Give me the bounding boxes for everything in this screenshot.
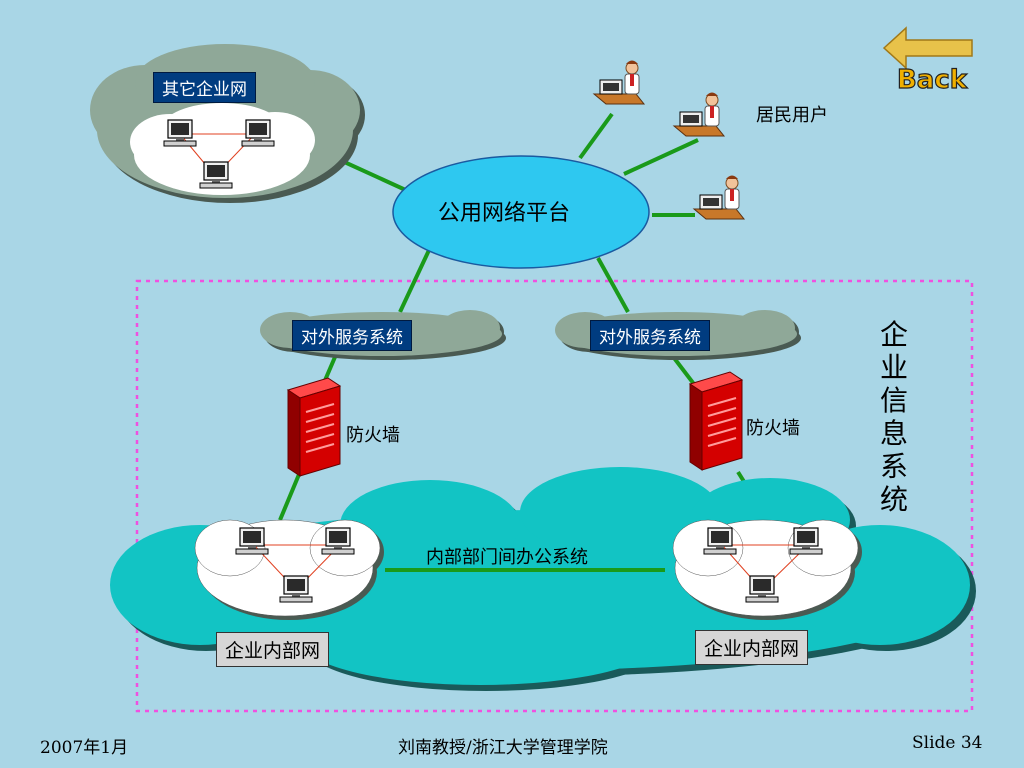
public-network-platform	[392, 155, 650, 269]
link-service-right	[596, 257, 630, 313]
residential-user-icon	[693, 175, 745, 220]
link-user-1	[578, 112, 614, 160]
computer-icon	[241, 119, 275, 147]
computer-icon	[321, 527, 355, 555]
internal-office-system-label: 内部部门间办公系统	[426, 547, 588, 568]
computer-icon	[235, 527, 269, 555]
external-service-system-left-label: 对外服务系统	[292, 320, 412, 351]
computer-icon	[163, 119, 197, 147]
external-service-system-right-label: 对外服务系统	[590, 320, 710, 351]
firewall-right-label: 防火墙	[746, 418, 800, 439]
enterprise-info-system-label: 企业信息系统	[879, 318, 908, 516]
firewall-server-icon	[689, 371, 743, 471]
footer-author: 刘南教授/浙江大学管理学院	[398, 738, 608, 758]
footer-date: 2007年1月	[40, 738, 129, 758]
public-network-platform-label: 公用网络平台	[438, 201, 571, 226]
enterprise-intranet-left-label: 企业内部网	[216, 632, 330, 667]
intranet-cloud-left	[194, 519, 384, 620]
firewall-server-icon	[287, 377, 341, 477]
other-enterprise-cloud	[90, 44, 365, 203]
residential-users-label: 居民用户	[756, 105, 828, 126]
computer-icon	[703, 527, 737, 555]
residential-user-icon	[673, 92, 725, 137]
back-button[interactable]: Back	[896, 64, 968, 95]
computer-icon	[789, 527, 823, 555]
link-service-left	[398, 247, 432, 313]
intranet-cloud-right	[672, 519, 862, 620]
computer-icon	[279, 575, 313, 603]
link-intranet-left	[278, 471, 302, 521]
residential-user-icon	[593, 60, 645, 105]
computer-icon	[745, 575, 779, 603]
link-user-2	[623, 138, 699, 176]
other-enterprise-network-label: 其它企业网	[153, 72, 256, 103]
enterprise-boundary	[135, 279, 974, 713]
computer-icon	[199, 161, 233, 189]
firewall-left-label: 防火墙	[346, 425, 400, 446]
slide-number: Slide 34	[912, 733, 983, 753]
back-arrow-icon[interactable]	[882, 26, 973, 70]
enterprise-intranet-right-label: 企业内部网	[695, 630, 809, 665]
